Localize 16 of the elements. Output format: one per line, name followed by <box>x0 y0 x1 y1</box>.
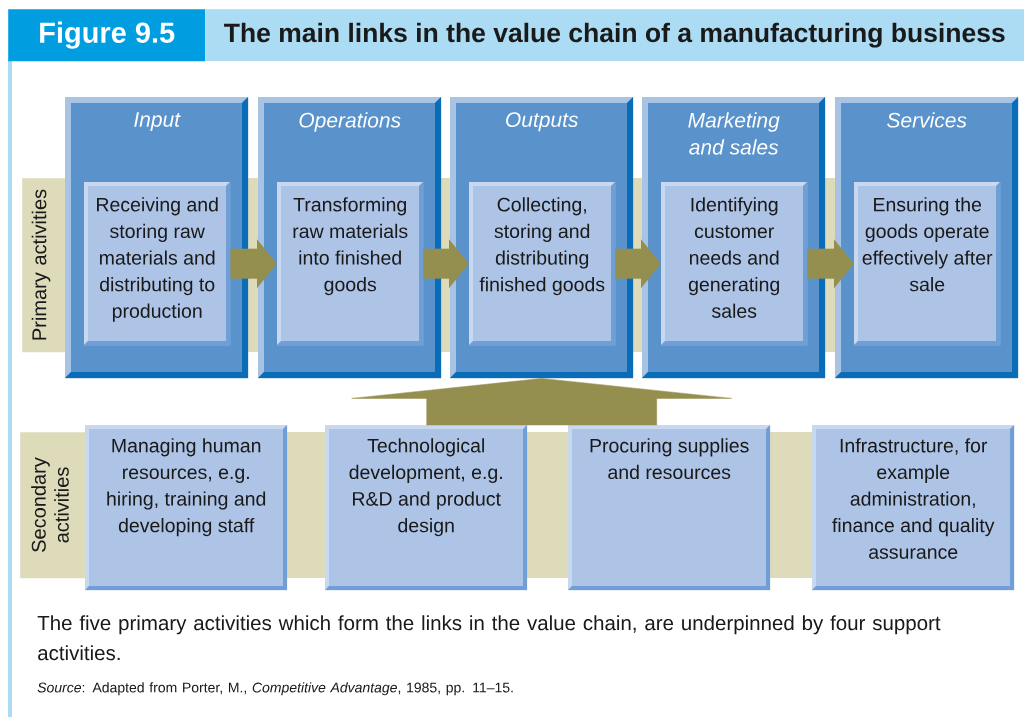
description-box: Identifying customer needs and generating sales <box>661 182 808 346</box>
block-arrow <box>351 378 732 426</box>
description-box: Transforming raw materials into finished goods <box>277 182 424 346</box>
description-box: Procuring supplies and resources <box>568 425 771 591</box>
description-box: Infrastructure, for example administration, finance and quality assurance <box>812 425 1015 591</box>
description-box: Ensuring the goods operate effectively after sale <box>854 182 1001 346</box>
figure-number: Figure 9.5 <box>8 9 206 62</box>
caption: The five primary activities which form the links in the value chain, are underpinned by four support activities. <box>37 615 941 661</box>
activity-band: Primary activities <box>22 178 66 353</box>
description-box: Technological development, e.g. R&D and product design <box>325 425 528 591</box>
title-bar: The main links in the value chain of a manufacturing business <box>205 9 1024 62</box>
description-box: Managing human resources, e.g. hiring, training and developing staff <box>85 425 288 591</box>
source-note: Source: Adapted from Porter, M., Competitive Advantage, 1985, pp. 11–15. <box>37 682 513 696</box>
description-box: Receiving and storing raw materials and distributing to production <box>84 182 231 346</box>
description-box: Collecting, storing and distributing finished goods <box>469 182 616 346</box>
activity-band: Secondary activities <box>20 432 86 579</box>
